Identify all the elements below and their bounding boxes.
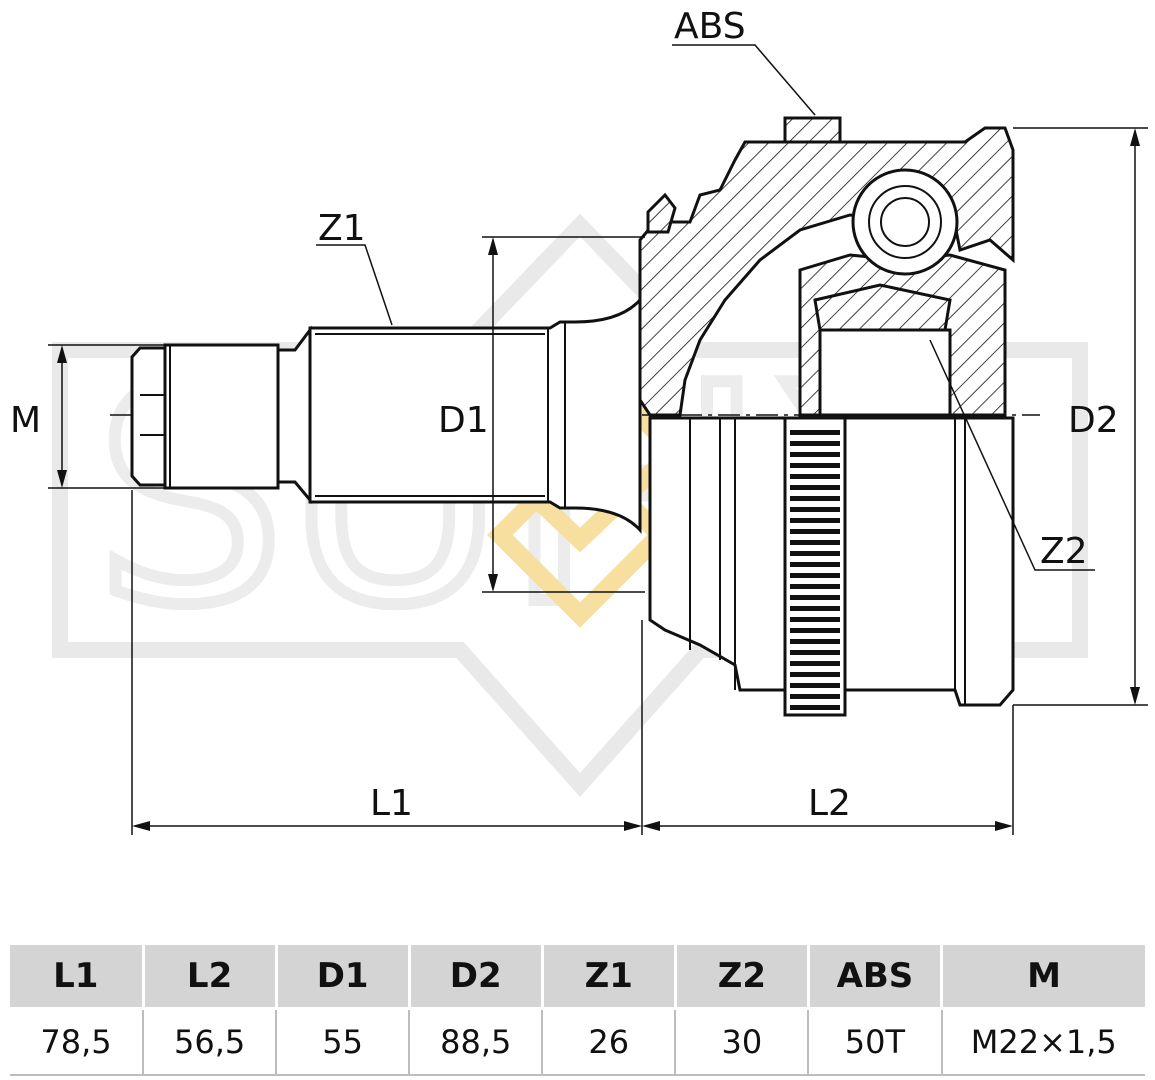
abs-tooth xyxy=(790,474,840,479)
abs-tooth xyxy=(790,452,840,457)
abs-tooth xyxy=(790,485,840,490)
label-l2: L2 xyxy=(808,783,851,824)
abs-tab xyxy=(783,116,842,144)
abs-tooth xyxy=(790,617,840,622)
header-d1: D1 xyxy=(276,945,411,1010)
header-z1: Z1 xyxy=(542,945,677,1010)
label-z2: Z2 xyxy=(1040,531,1088,572)
inner-race xyxy=(798,168,1007,417)
abs-tooth xyxy=(790,540,840,545)
label-z1: Z1 xyxy=(318,208,366,249)
abs-tooth xyxy=(790,661,840,666)
threaded-tip xyxy=(130,325,312,505)
abs-tooth xyxy=(790,628,840,633)
spec-table: L1 L2 D1 D2 Z1 Z2 ABS M 78,5 56,5 55 88,… xyxy=(10,945,1145,1076)
value-z1: 26 xyxy=(542,1008,677,1076)
value-d2: 88,5 xyxy=(409,1008,544,1076)
abs-tooth xyxy=(790,694,840,699)
abs-tooth xyxy=(790,672,840,677)
header-l1: L1 xyxy=(10,945,145,1010)
header-d2: D2 xyxy=(409,945,544,1010)
abs-tooth xyxy=(790,650,840,655)
abs-tooth xyxy=(790,518,840,523)
label-abs: ABS xyxy=(674,6,746,47)
abs-tooth xyxy=(790,639,840,644)
abs-tooth xyxy=(790,595,840,600)
abs-tooth xyxy=(790,606,840,611)
value-m: M22×1,5 xyxy=(941,1008,1145,1076)
abs-tooth xyxy=(790,584,840,589)
value-d1: 55 xyxy=(276,1008,411,1076)
spline-shaft xyxy=(308,296,642,534)
label-d2: D2 xyxy=(1068,400,1119,441)
value-z2: 30 xyxy=(675,1008,810,1076)
abs-tooth xyxy=(790,529,840,534)
spec-value-row: 78,5 56,5 55 88,5 26 30 50T M22×1,5 xyxy=(10,1008,1145,1076)
header-abs: ABS xyxy=(808,945,944,1010)
abs-ring xyxy=(783,416,847,717)
spec-header-row: L1 L2 D1 D2 Z1 Z2 ABS M xyxy=(10,945,1145,1010)
abs-tooth xyxy=(790,496,840,501)
abs-tooth xyxy=(790,430,840,435)
value-l2: 56,5 xyxy=(143,1008,278,1076)
abs-tooth xyxy=(790,463,840,468)
header-z2: Z2 xyxy=(675,945,810,1010)
label-m: M xyxy=(10,400,41,441)
header-m: M xyxy=(941,945,1145,1010)
abs-tooth xyxy=(790,562,840,567)
value-l1: 78,5 xyxy=(10,1008,145,1076)
abs-tooth xyxy=(790,551,840,556)
dimensions xyxy=(48,44,1148,835)
boot-lip xyxy=(646,192,677,234)
abs-tooth xyxy=(790,507,840,512)
label-l1: L1 xyxy=(370,783,413,824)
header-l2: L2 xyxy=(143,945,278,1010)
value-abs: 50T xyxy=(808,1008,943,1076)
cv-joint-drawing: SUFIX xyxy=(10,6,1148,835)
label-d1: D1 xyxy=(438,400,489,441)
abs-tooth xyxy=(790,683,840,688)
abs-tooth xyxy=(790,441,840,446)
abs-tooth xyxy=(790,705,840,710)
abs-tooth xyxy=(790,573,840,578)
